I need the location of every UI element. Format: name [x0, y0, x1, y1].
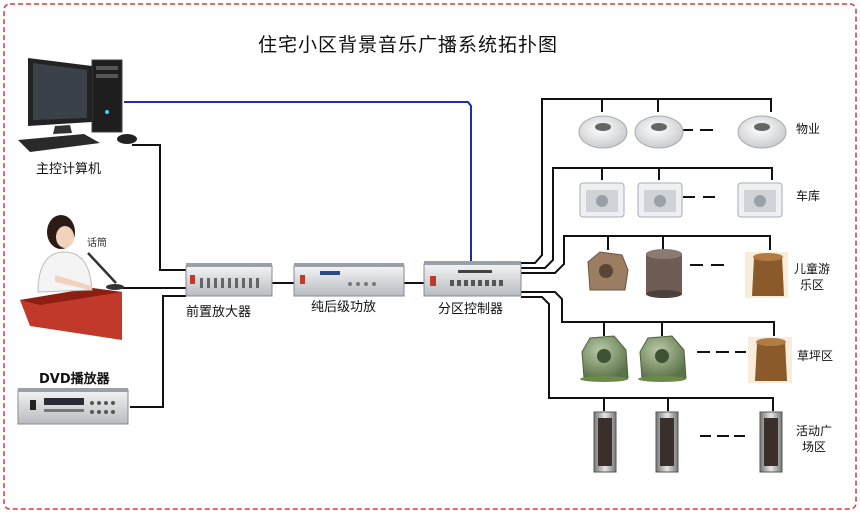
column-speaker-icon [655, 411, 679, 473]
diagram-title: 住宅小区背景音乐广播系统拓扑图 [258, 34, 559, 56]
column-speaker-icon [759, 411, 783, 473]
wire-computer-preamp [132, 144, 186, 271]
ceiling-speaker-icon [578, 115, 628, 149]
stump-speaker-icon [646, 249, 682, 298]
column-speaker-icon [593, 411, 617, 473]
stump-speaker-icon [745, 252, 788, 298]
signal-wires [122, 98, 775, 411]
zone-label-playground-line1: 儿童游 [794, 262, 831, 276]
preamp-label: 前置放大器 [186, 305, 252, 320]
zone-label-plaza-line2: 场区 [802, 440, 827, 454]
dashed-border [3, 3, 857, 510]
wire-zone-lawn [521, 291, 775, 336]
zone-label-property: 物业 [796, 122, 821, 136]
ceiling-speaker-icon [634, 115, 684, 149]
zone-controller-icon [423, 261, 522, 297]
zone-label-lawn: 草坪区 [797, 349, 834, 363]
wall-speaker-icon [737, 182, 783, 218]
wall-speaker-icon [579, 182, 625, 218]
rock-speaker-icon [587, 251, 629, 291]
zone-label-playground: 儿童游 乐区 [794, 261, 830, 293]
ellipsis-dashes [680, 129, 746, 437]
green-rock-speaker-icon [580, 335, 629, 382]
preamp-icon [185, 263, 273, 297]
computer-label: 主控计算机 [36, 162, 102, 177]
wire-zone-garage [521, 167, 773, 269]
zone-label-plaza: 活动广 场区 [796, 423, 832, 455]
wire-zone-playground [521, 235, 771, 274]
power-amplifier-icon [293, 263, 405, 297]
wire-dvd-preamp [130, 295, 186, 408]
zone-controller-label: 分区控制器 [438, 302, 504, 317]
computer-icon [18, 58, 137, 152]
wire-network-link [124, 101, 472, 263]
dvd-player-icon [17, 388, 129, 425]
zone-label-plaza-line1: 活动广 [796, 424, 833, 438]
wire-zone-property [521, 98, 772, 264]
stump-speaker-icon [748, 337, 792, 383]
mic-caption: 话筒 [87, 238, 107, 249]
green-rock-speaker-icon [638, 335, 687, 382]
power-amp-label: 纯后级功放 [311, 300, 377, 315]
announcer-microphone-icon [20, 215, 124, 340]
dvd-player-label: DVD播放器 [39, 372, 110, 387]
ceiling-speaker-icon [737, 115, 787, 149]
zone-label-garage: 车库 [796, 189, 821, 203]
zone-label-playground-line2: 乐区 [800, 278, 825, 292]
wire-zone-plaza [521, 296, 774, 411]
wall-speaker-icon [637, 182, 683, 218]
